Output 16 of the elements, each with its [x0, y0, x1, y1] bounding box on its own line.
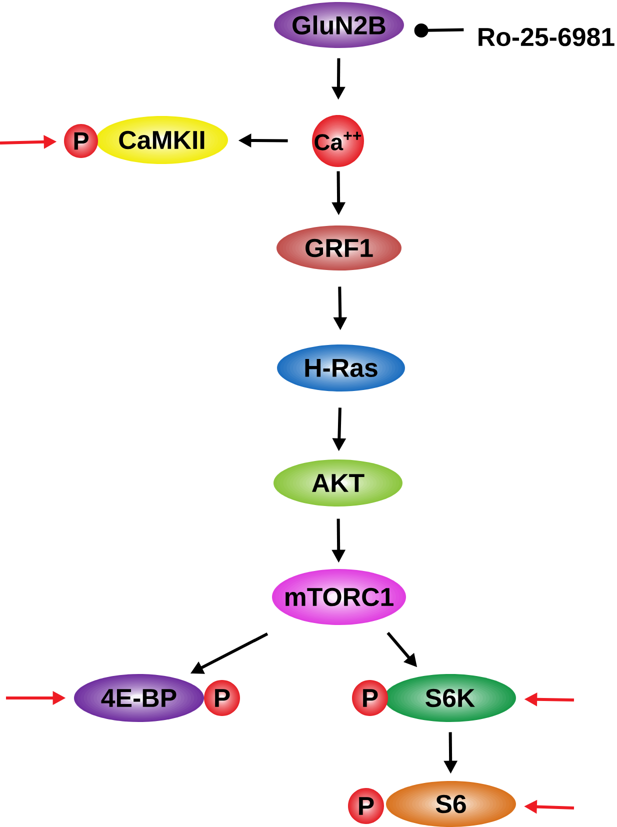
text-label: Ro-25-6981	[478, 28, 614, 46]
node-label: S6K	[426, 688, 475, 708]
node-label: P	[74, 132, 88, 150]
node-label: GRF1	[306, 238, 373, 258]
node-label: GluN2B	[292, 16, 386, 35]
node-label: AKT	[312, 474, 364, 492]
inhibition-line	[414, 23, 464, 38]
node-label: P	[359, 797, 374, 815]
node-label: Ca$^{++}$	[314, 132, 362, 150]
node-label: CaMKII	[119, 130, 204, 150]
node-label: mTORC1	[286, 588, 394, 606]
node-label: H-Ras	[305, 358, 378, 378]
node-label: P	[215, 689, 230, 707]
node-label: S6	[436, 794, 466, 814]
node-label: 4E-BP	[101, 689, 176, 707]
node-label: P	[363, 689, 378, 707]
